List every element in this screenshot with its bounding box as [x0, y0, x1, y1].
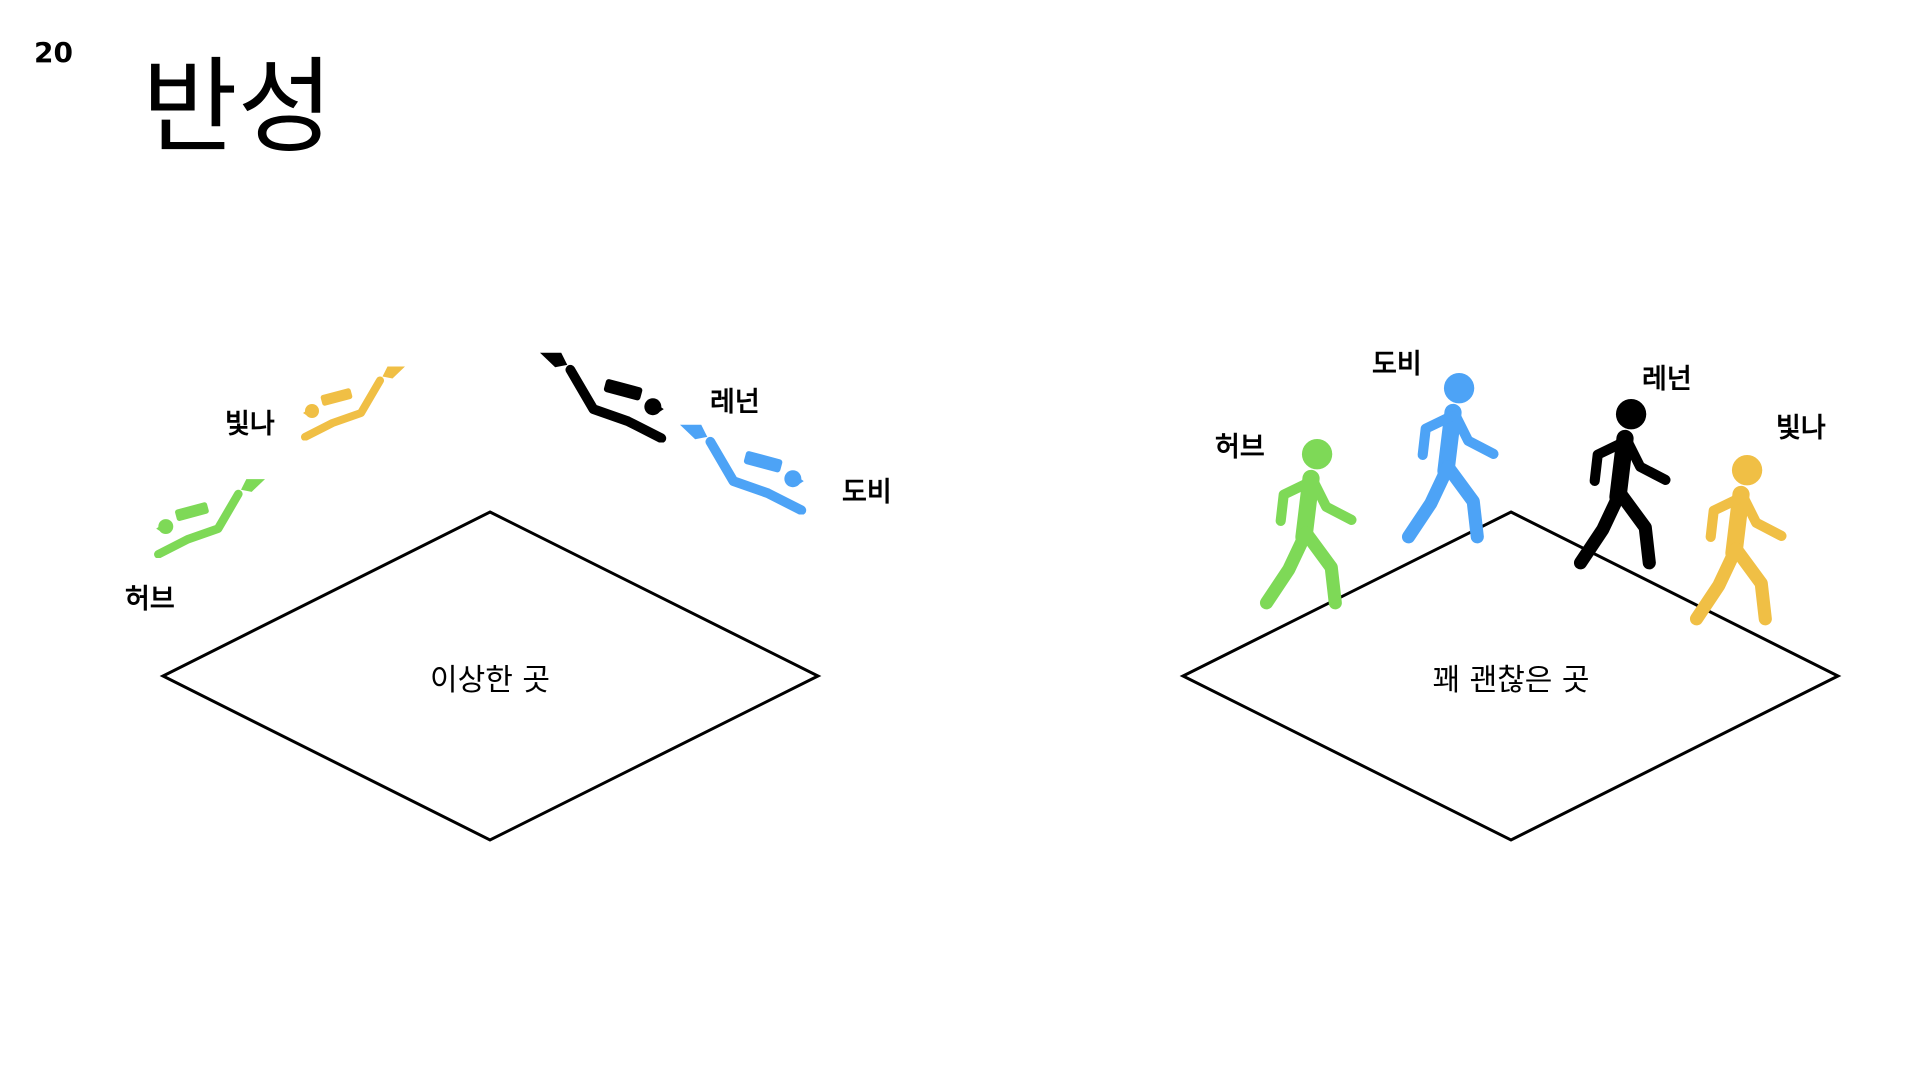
walking-person-icon — [1395, 372, 1507, 554]
left-place-diamond — [159, 510, 822, 842]
page-number: 20 — [34, 36, 73, 69]
walker-name-label: 허브 — [1215, 432, 1265, 463]
walker-name-label: 도비 — [1372, 349, 1422, 380]
scuba-diver-icon — [255, 338, 405, 468]
diver-name-label: 빛나 — [225, 409, 275, 440]
walking-person-icon — [1567, 398, 1679, 580]
walker-name-label: 레넌 — [1642, 364, 1692, 395]
diver-name-label: 도비 — [842, 477, 892, 508]
walker-name-label: 빛나 — [1776, 413, 1826, 444]
left-place-label: 이상한 곳 — [430, 663, 550, 698]
scuba-diver-icon — [105, 448, 265, 588]
right-place-label: 꽤 괜찮은 곳 — [1432, 663, 1590, 698]
right-place-diamond — [1179, 510, 1842, 842]
scuba-diver-icon — [680, 394, 862, 544]
diver-name-label: 레넌 — [710, 387, 760, 418]
walking-person-icon — [1253, 438, 1365, 620]
diver-name-label: 허브 — [125, 584, 175, 615]
slide-title: 반성 — [142, 46, 334, 168]
walking-person-icon — [1683, 454, 1795, 636]
